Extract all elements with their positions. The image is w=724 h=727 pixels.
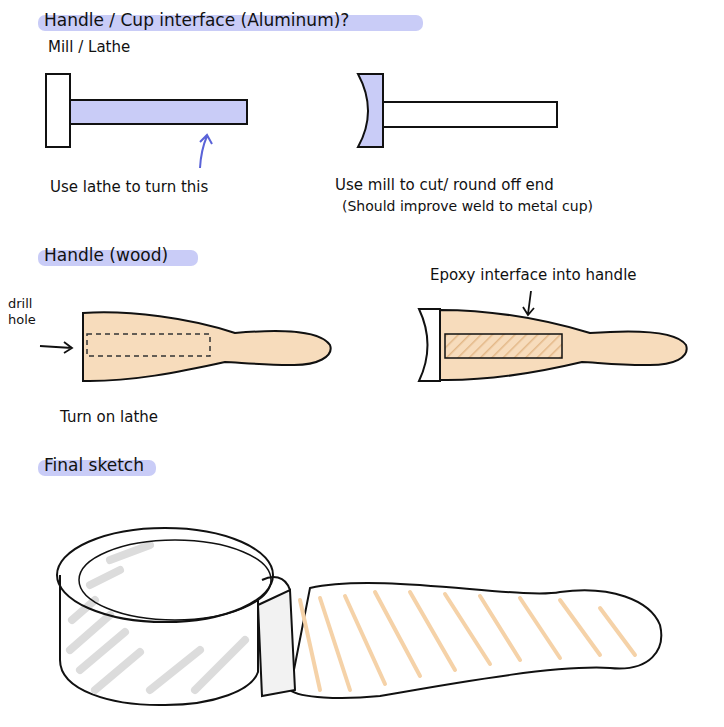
final-scoop-sketch (57, 528, 661, 705)
section-heading: Handle / Cup interface (Aluminum)? (44, 10, 349, 30)
pointer-arrow (523, 291, 534, 315)
annotation: Epoxy interface into handle (430, 266, 637, 284)
annotation: Use mill to cut/ round off end (335, 176, 554, 194)
wood-handle-assembled (419, 309, 687, 381)
section-heading: Final sketch (44, 455, 144, 475)
pointer-arrow (200, 135, 212, 168)
section-heading: Handle (wood) (44, 245, 168, 265)
interface-part-turned (46, 74, 247, 147)
process-note: Mill / Lathe (48, 38, 130, 56)
annotation: Turn on lathe (60, 408, 158, 426)
wood-handle-drilled (83, 312, 331, 381)
annotation: Use lathe to turn this (50, 178, 208, 196)
pointer-arrow (40, 342, 72, 353)
annotation: drill hole (8, 296, 48, 327)
annotation: (Should improve weld to metal cup) (342, 198, 593, 215)
interface-part-milled (358, 74, 557, 147)
